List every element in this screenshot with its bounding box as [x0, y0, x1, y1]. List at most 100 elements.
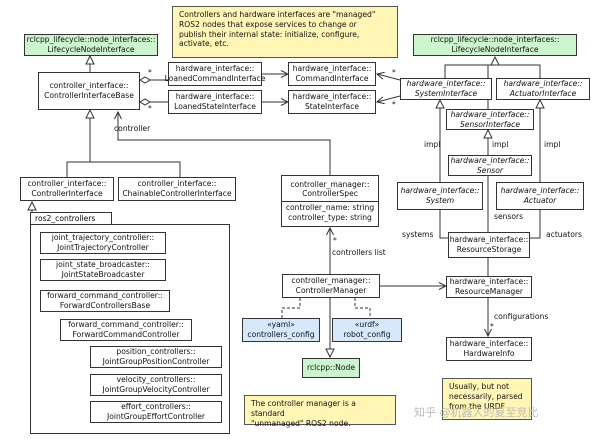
controller-interface-base-class: ControllerInterfaceBase: [44, 91, 134, 100]
lifecycle-left-class: LifecycleNodeInterface: [47, 45, 135, 54]
assoc-cm-ctrlconf: [281, 298, 301, 318]
forward-command-namespace: forward_command_controller::: [68, 320, 184, 330]
forward-command-controller-box: forward_command_controller:: ForwardComm…: [60, 319, 192, 341]
forward-controllers-base-box: forward_command_controller:: ForwardCont…: [40, 290, 170, 312]
position-class: JointGroupPositionController: [102, 357, 210, 366]
actuator-namespace: hardware_interface::: [500, 186, 580, 196]
managed-note-line-4: activate, etc.: [179, 39, 229, 49]
rclcpp-node-box: rclcpp::Node: [302, 358, 360, 378]
hardware-info-namespace: hardware_interface::: [449, 339, 529, 349]
joint-trajectory-controller-box: joint_trajectory_controller:: JointTraje…: [40, 232, 166, 254]
inherit-cci-cib: [90, 161, 181, 177]
system-interface-box: hardware_interface:: SystemInterface: [400, 78, 492, 100]
system-class: System: [425, 196, 455, 205]
actuator-interface-namespace: hardware_interface::: [503, 79, 583, 89]
loaned-command-class: LoanedCommandInterface: [164, 74, 266, 83]
label-impl-left: impl: [424, 140, 441, 149]
command-interface-class: CommandInterface: [295, 74, 369, 83]
system-interface-namespace: hardware_interface::: [406, 79, 486, 89]
joint-group-velocity-controller-box: velocity_controllers:: JointGroupVelocit…: [90, 374, 222, 396]
velocity-namespace: velocity_controllers::: [116, 375, 196, 385]
unmanaged-note-line-2: "unmanaged" ROS2 node.: [251, 418, 351, 428]
resource-storage-box: hardware_interface:: ResourceStorage: [448, 232, 530, 258]
label-impl-right: impl: [544, 140, 561, 149]
system-interface-class: SystemInterface: [414, 89, 478, 98]
compose-storage-actuator: [530, 210, 541, 239]
urdf-note-line-3: from the URDF: [449, 401, 506, 411]
controllers-config-stereotype: «yaml»: [267, 320, 295, 330]
resource-manager-class: ResourceManager: [454, 287, 524, 296]
robot-config-stereotype: «urdf»: [354, 320, 380, 330]
label-controllers-list: controllers list: [332, 248, 386, 257]
assoc-sysif-cmd: [377, 74, 401, 81]
resource-storage-namespace: hardware_interface::: [449, 235, 529, 245]
chainable-namespace: controller_interface::: [137, 179, 217, 189]
loaned-command-interface-box: hardware_interface:: LoanedCommandInterf…: [165, 62, 265, 86]
controller-manager-namespace: controller_manager::: [291, 276, 371, 286]
urdf-note-line-2: necessarily, parsed: [449, 391, 523, 401]
controller-spec-attr-type: controller_type: string: [288, 212, 372, 222]
controller-interface-class: ControllerInterface: [31, 189, 103, 198]
state-interface-class: StateInterface: [304, 102, 360, 111]
joint-trajectory-namespace: joint_trajectory_controller::: [51, 233, 155, 243]
resource-manager-namespace: hardware_interface::: [449, 277, 529, 287]
managed-nodes-note: Controllers and hardware interfaces are …: [172, 6, 398, 58]
actuator-box: hardware_interface:: Actuator: [496, 182, 584, 210]
controller-manager-box: controller_manager:: ControllerManager: [282, 274, 380, 298]
sensor-box: hardware_interface:: Sensor: [448, 155, 532, 176]
sensor-namespace: hardware_interface::: [450, 155, 530, 165]
forward-base-namespace: forward_command_controller::: [47, 291, 163, 301]
sensor-interface-box: hardware_interface:: SensorInterface: [446, 109, 534, 130]
loaned-state-interface-box: hardware_interface:: LoanedStateInterfac…: [168, 90, 262, 114]
multiplicity-controllers-list: *: [333, 236, 337, 245]
controller-spec-attr-name: controller_name: string: [285, 203, 375, 212]
command-interface-namespace: hardware_interface::: [292, 64, 372, 74]
multiplicity-loaned-command: *: [148, 68, 152, 77]
chainable-class: ChainableControllerInterface: [122, 189, 232, 198]
system-namespace: hardware_interface::: [400, 186, 480, 196]
actuator-interface-box: hardware_interface:: ActuatorInterface: [496, 78, 590, 100]
effort-namespace: effort_controllers::: [121, 402, 191, 412]
label-systems: systems: [402, 230, 434, 239]
label-impl-mid: impl: [492, 140, 509, 149]
label-actuators: actuators: [546, 230, 582, 239]
assoc-sysif-state: [377, 95, 401, 102]
urdf-note-line-1: Usually, but not: [449, 382, 509, 391]
lifecycle-node-interface-right: rclcpp_lifecycle::node_interfaces:: Life…: [413, 34, 577, 56]
lifecycle-right-class: LifecycleNodeInterface: [451, 45, 539, 54]
multiplicity-system-state: *: [392, 100, 396, 109]
controller-interface-base-box: controller_interface:: ControllerInterfa…: [38, 72, 140, 110]
robot-config-box: «urdf» robot_config: [332, 318, 402, 342]
compose-storage-system: [439, 210, 450, 239]
system-box: hardware_interface:: System: [397, 182, 483, 210]
controller-spec-class: ControllerSpec: [302, 189, 358, 199]
position-namespace: position_controllers::: [116, 347, 196, 357]
inherit-ci-cib: [66, 110, 90, 177]
urdf-parsing-note: Usually, but not necessarily, parsed fro…: [442, 378, 532, 420]
lifecycle-node-interface-left: rclcpp_lifecycle::node_interfaces:: Life…: [24, 34, 158, 56]
controllers-config-box: «yaml» controllers_config: [242, 318, 320, 342]
controller-spec-box: controller_manager:: ControllerSpec cont…: [281, 175, 379, 227]
loaned-command-namespace: hardware_interface::: [175, 64, 255, 74]
actuator-interface-class: ActuatorInterface: [509, 89, 577, 98]
package-name: ros2_controllers: [35, 214, 96, 223]
resource-storage-class: ResourceStorage: [456, 245, 522, 254]
joint-state-broadcaster-box: joint_state_broadcaster:: JointStateBroa…: [40, 259, 166, 281]
watermark-text: 知乎 @机器人的夏至竞比: [414, 406, 539, 419]
sensor-interface-class: SensorInterface: [459, 119, 521, 129]
loaned-state-class: LoanedStateInterface: [174, 102, 256, 111]
effort-class: JointGroupEffortController: [106, 412, 206, 421]
multiplicity-loaned-state: *: [148, 104, 152, 113]
unmanaged-note-line-1: The controller manager is a standard: [251, 399, 356, 418]
controller-spec-separator: [282, 201, 378, 202]
inherit-sysif-lifecycle: [444, 57, 495, 78]
assoc-cm-robotconf: [354, 298, 371, 318]
managed-note-line-1: Controllers and hardware interfaces are …: [179, 10, 376, 19]
forward-command-class: ForwardCommandController: [72, 330, 180, 339]
controller-interface-box: controller_interface:: ControllerInterfa…: [20, 177, 114, 201]
joint-group-position-controller-box: position_controllers:: JointGroupPositio…: [90, 346, 222, 368]
chainable-controller-interface-box: controller_interface:: ChainableControll…: [118, 177, 236, 201]
joint-group-effort-controller-box: effort_controllers:: JointGroupEffortCon…: [90, 401, 222, 423]
managed-note-line-3: publish their internal state: initialize…: [179, 29, 360, 39]
resource-manager-box: hardware_interface:: ResourceManager: [446, 276, 532, 298]
